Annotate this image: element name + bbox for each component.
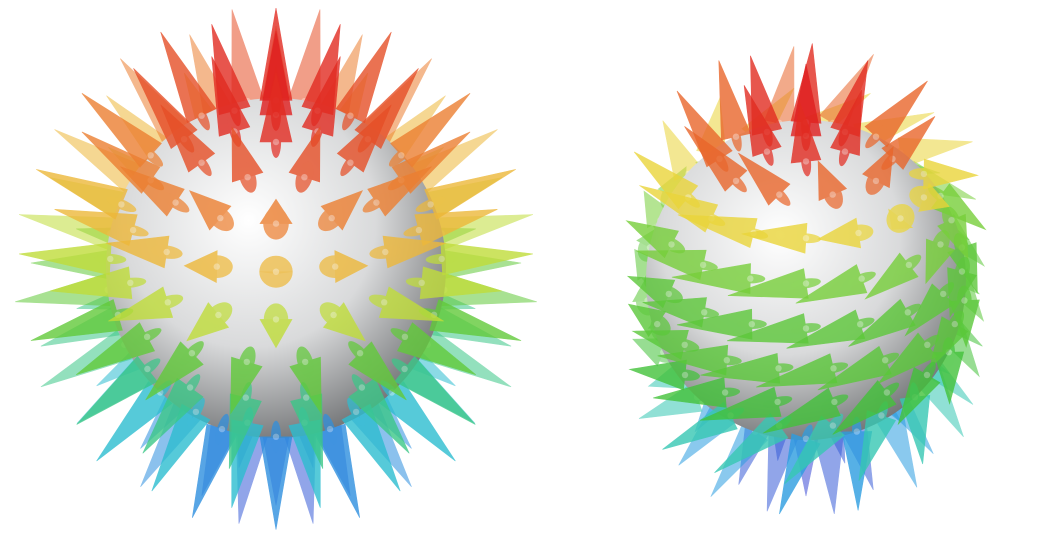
swirling-skyrmion-sphere xyxy=(560,0,1062,538)
radial-hedgehog-sphere xyxy=(0,0,540,538)
vector-cone xyxy=(259,256,292,288)
left-front-arrows xyxy=(19,8,533,530)
vector-cone xyxy=(260,421,292,530)
